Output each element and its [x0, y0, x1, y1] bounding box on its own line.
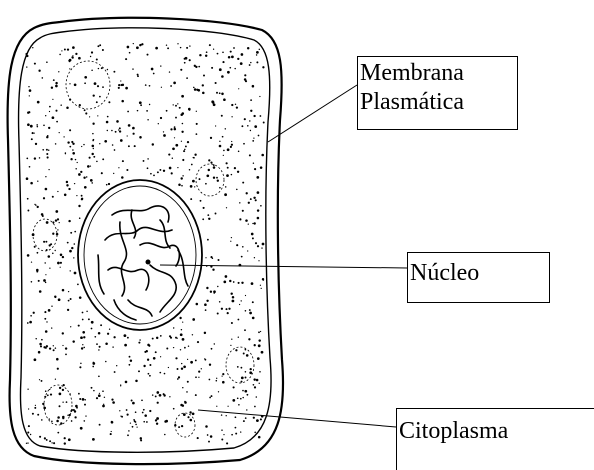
label-membrana-line2: Plasmática — [360, 88, 515, 117]
vacuole — [226, 347, 254, 383]
vacuole — [175, 413, 195, 437]
vacuole — [66, 61, 110, 109]
label-citoplasma-text: Citoplasma — [399, 417, 594, 446]
label-nucleo-text: Núcleo — [410, 259, 547, 288]
label-membrana-line1: Membrana — [360, 59, 515, 88]
vacuole — [33, 219, 57, 251]
vacuole — [196, 164, 224, 196]
label-nucleo: Núcleo — [407, 252, 550, 303]
label-membrana-plasmatica: Membrana Plasmática — [357, 56, 518, 130]
leader-line-citoplasma — [198, 410, 396, 427]
label-citoplasma: Citoplasma — [396, 408, 594, 470]
nucleus — [78, 180, 202, 330]
nucleolus — [146, 260, 151, 265]
vacuole — [44, 385, 72, 425]
